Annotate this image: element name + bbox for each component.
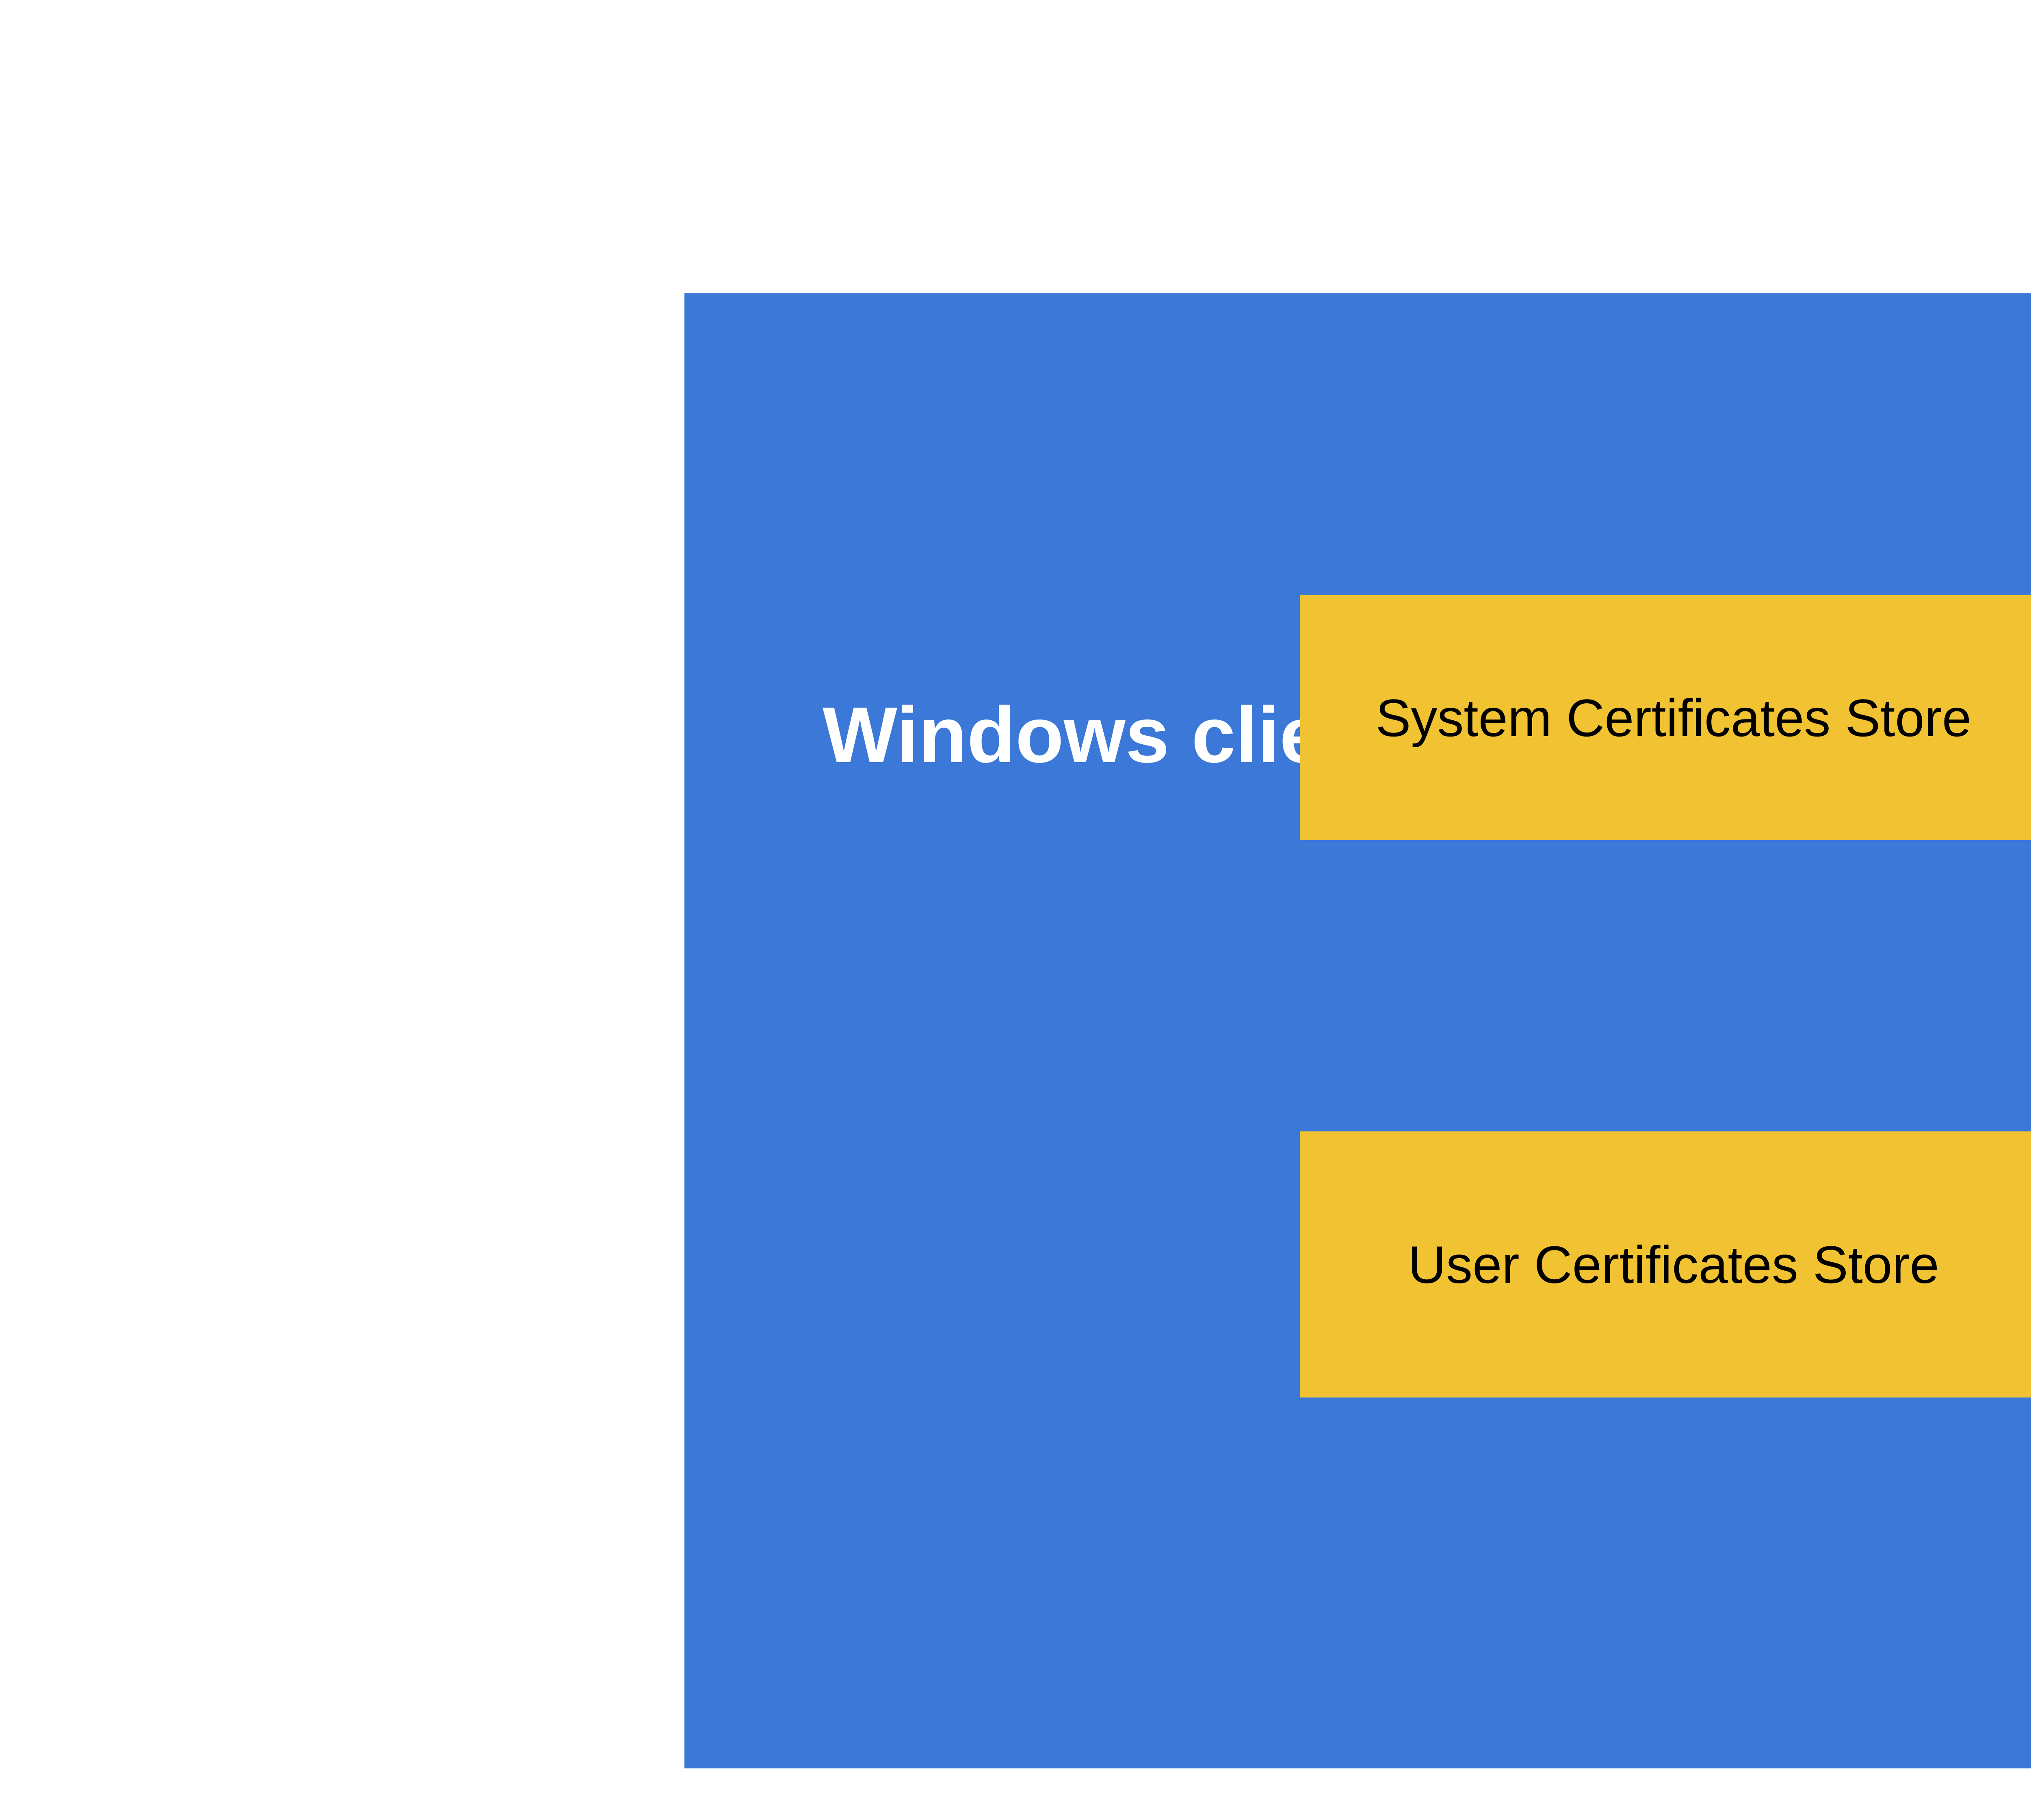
user-certificates-store-label: User Certificates Store (1408, 1235, 1939, 1294)
system-certificates-store-label: System Certificates Store (1375, 688, 1972, 748)
windows-client-container: Windows client (684, 293, 2031, 1768)
user-certificates-store-box: User Certificates Store (1300, 1131, 2031, 1398)
system-certificates-store-box: System Certificates Store (1300, 595, 2031, 840)
